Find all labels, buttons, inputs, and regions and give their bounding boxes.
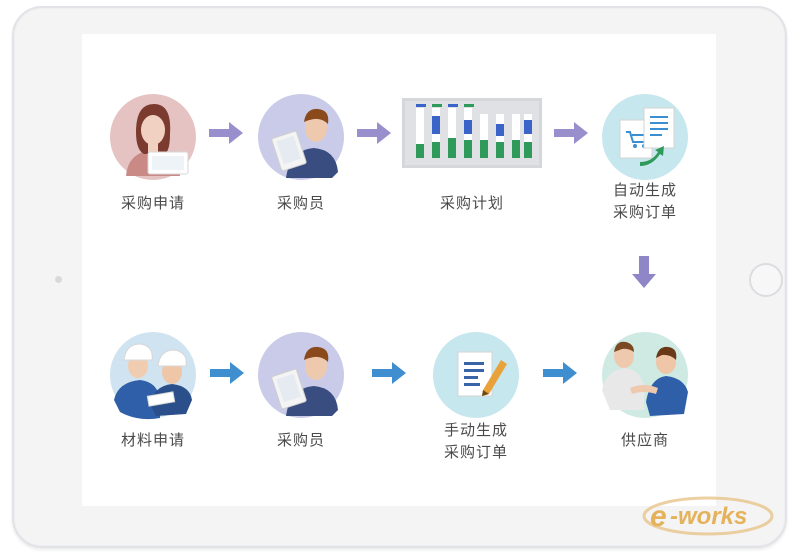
node-label: 采购计划 [439, 194, 504, 212]
down-arrow-icon [632, 256, 656, 288]
node-label-line1: 自动生成 [612, 181, 677, 199]
auto-order-icon [600, 92, 690, 182]
right-arrow-icon [554, 122, 588, 144]
supplier-handshake-icon [600, 330, 690, 420]
right-arrow-icon [543, 362, 577, 384]
node-label-line2: 采购订单 [612, 203, 677, 221]
plan-chart-icon [402, 98, 542, 168]
eworks-watermark-logo: e -works [640, 490, 790, 540]
right-arrow-icon [210, 362, 244, 384]
node-label: 材料申请 [120, 431, 185, 449]
node-label: 供应商 [620, 431, 669, 449]
buyer-man-icon [256, 330, 346, 420]
woman-laptop-icon [108, 92, 198, 182]
node-label: 采购员 [276, 431, 325, 449]
svg-text:e: e [650, 500, 667, 533]
right-arrow-icon [357, 122, 391, 144]
right-arrow-icon [209, 122, 243, 144]
home-button[interactable] [749, 263, 783, 297]
workers-icon [108, 330, 198, 420]
node-label-line2: 采购订单 [443, 443, 508, 461]
camera-dot [55, 276, 62, 283]
svg-text:-works: -works [670, 503, 747, 530]
manual-order-icon [431, 330, 521, 420]
node-label: 采购申请 [120, 194, 185, 212]
buyer-man-icon [256, 92, 346, 182]
right-arrow-icon [372, 362, 406, 384]
node-label: 采购员 [276, 194, 325, 212]
node-label-line1: 手动生成 [443, 421, 508, 439]
